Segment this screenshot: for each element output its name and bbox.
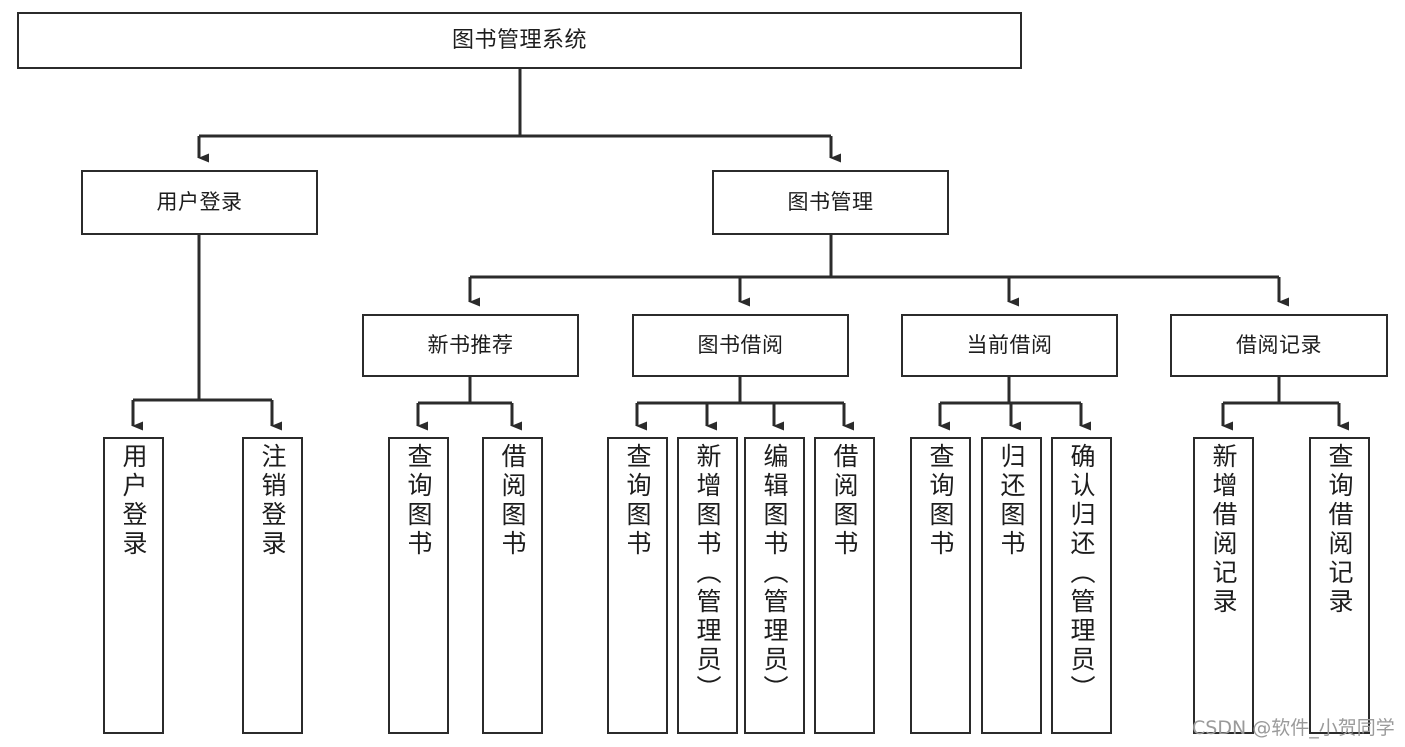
node-label: 图书管理系统 [451, 27, 587, 53]
csdn-watermark: CSDN @软件_小贺同学 [1192, 717, 1395, 739]
node-label: 借阅图书 [830, 443, 859, 559]
node-label: 新增借阅记录 [1209, 443, 1238, 617]
node-label: 查询图书 [404, 443, 433, 559]
node-leaf-logout-login[interactable]: 注销登录 [242, 437, 303, 734]
node-label: 新书推荐 [427, 333, 514, 358]
node-leaf-query-book-borrow[interactable]: 查询图书 [607, 437, 668, 734]
node-label: 借阅图书 [498, 443, 527, 559]
node-root-system[interactable]: 图书管理系统 [17, 12, 1022, 69]
node-label: 图书管理 [787, 190, 874, 215]
node-leaf-add-borrow-record[interactable]: 新增借阅记录 [1193, 437, 1254, 734]
node-label: 注销登录 [258, 443, 287, 559]
node-label: 当前借阅 [966, 333, 1053, 358]
node-borrow-record[interactable]: 借阅记录 [1170, 314, 1388, 377]
node-leaf-query-book-current[interactable]: 查询图书 [910, 437, 971, 734]
node-leaf-query-book-recommend[interactable]: 查询图书 [388, 437, 449, 734]
node-leaf-borrow-book[interactable]: 借阅图书 [814, 437, 875, 734]
node-leaf-query-borrow-record[interactable]: 查询借阅记录 [1309, 437, 1370, 734]
node-label: 确认归还（管理员） [1067, 443, 1096, 704]
node-label: 查询借阅记录 [1325, 443, 1354, 617]
node-new-book-recommend[interactable]: 新书推荐 [362, 314, 579, 377]
node-label: 图书借阅 [697, 333, 784, 358]
node-label: 借阅记录 [1236, 333, 1322, 358]
node-label: 新增图书（管理员） [693, 443, 722, 704]
node-label: 用户登录 [119, 443, 148, 559]
node-leaf-edit-book[interactable]: 编辑图书（管理员） [744, 437, 805, 734]
node-label: 查询图书 [623, 443, 652, 559]
node-label: 归还图书 [997, 443, 1026, 559]
node-user-login[interactable]: 用户登录 [81, 170, 318, 235]
node-current-borrow[interactable]: 当前借阅 [901, 314, 1118, 377]
node-label: 用户登录 [156, 190, 243, 215]
node-leaf-borrow-book-recommend[interactable]: 借阅图书 [482, 437, 543, 734]
node-leaf-confirm-return[interactable]: 确认归还（管理员） [1051, 437, 1112, 734]
node-label: 查询图书 [926, 443, 955, 559]
node-book-borrow[interactable]: 图书借阅 [632, 314, 849, 377]
node-leaf-user-login[interactable]: 用户登录 [103, 437, 164, 734]
node-book-manage[interactable]: 图书管理 [712, 170, 949, 235]
node-label: 编辑图书（管理员） [760, 443, 789, 704]
node-leaf-add-book[interactable]: 新增图书（管理员） [677, 437, 738, 734]
node-leaf-return-book[interactable]: 归还图书 [981, 437, 1042, 734]
